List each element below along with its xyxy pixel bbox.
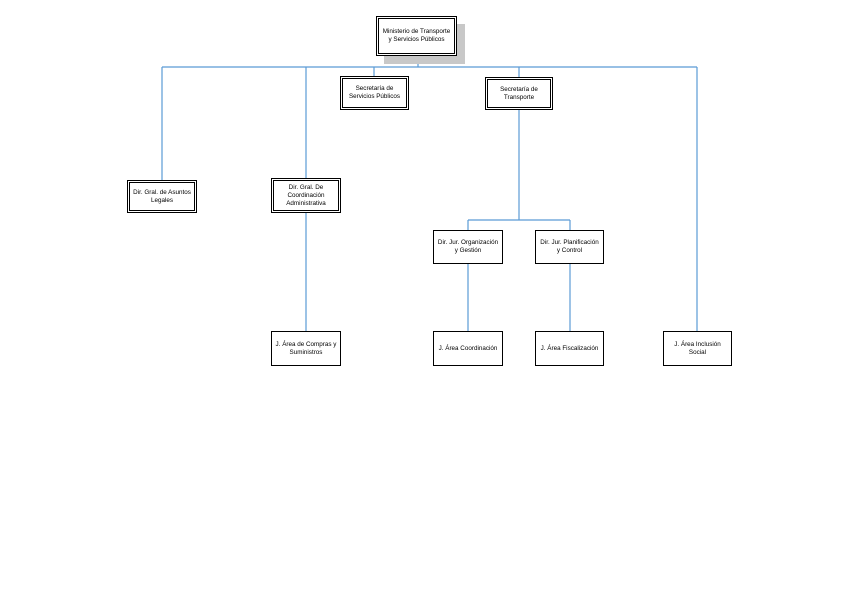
node-area-compras-label: J. Área de Compras y Suministros	[275, 340, 337, 356]
node-area-coordinacion-label: J. Área Coordinación	[438, 344, 498, 352]
node-dir-organizacion-label: Dir. Jur. Organización y Gestión	[437, 239, 499, 254]
node-ministerio: Ministerio de Transporte y Servicios Púb…	[376, 16, 457, 56]
node-dir-organizacion: Dir. Jur. Organización y Gestión	[433, 230, 503, 264]
node-secretaria-servicios: Secretaría de Servicios Públicos	[340, 76, 409, 110]
node-dir-legales-label: Dir. Gral. de Asuntos Legales	[133, 188, 191, 204]
node-ministerio-label: Ministerio de Transporte y Servicios Púb…	[382, 28, 451, 43]
node-area-fiscalizacion-label: J. Área Fiscalización	[540, 344, 599, 352]
node-secretaria-transporte-label: Secretaría de Transporte	[500, 85, 538, 101]
node-area-compras: J. Área de Compras y Suministros	[271, 331, 341, 366]
node-dir-planificacion-label: Dir. Jur. Planificación y Control	[540, 239, 599, 254]
node-secretaria-servicios-label: Secretaría de Servicios Públicos	[348, 85, 401, 100]
node-dir-coordinacion: Dir. Gral. De Coordinación Administrativ…	[271, 178, 341, 213]
node-dir-legales: Dir. Gral. de Asuntos Legales	[127, 180, 197, 213]
node-area-inclusion: J. Área Inclusión Social	[663, 331, 732, 366]
node-area-coordinacion: J. Área Coordinación	[433, 331, 503, 366]
node-secretaria-transporte: Secretaría de Transporte	[485, 77, 553, 110]
node-area-fiscalizacion: J. Área Fiscalización	[535, 331, 604, 366]
node-area-inclusion-label: J. Área Inclusión Social	[674, 340, 721, 356]
node-dir-coordinacion-label: Dir. Gral. De Coordinación Administrativ…	[286, 183, 326, 207]
node-dir-planificacion: Dir. Jur. Planificación y Control	[535, 230, 604, 264]
